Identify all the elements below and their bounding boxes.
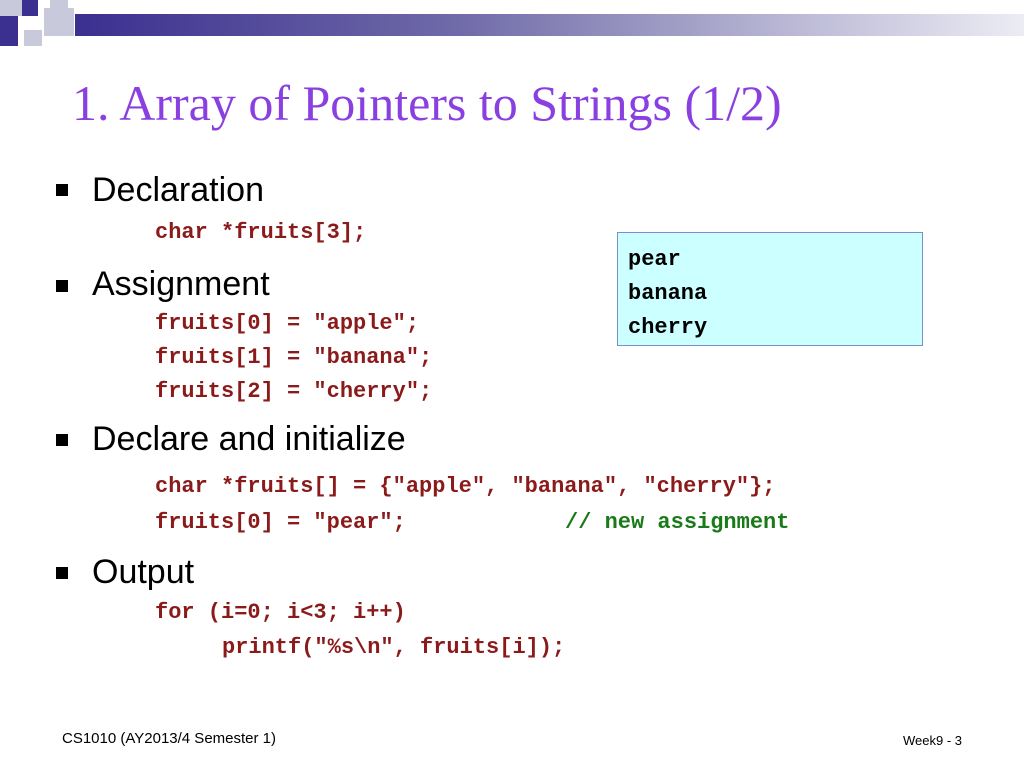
- code-line: fruits[1] = "banana";: [155, 345, 433, 370]
- footer-course: CS1010 (AY2013/4 Semester 1): [62, 730, 277, 747]
- bullet-label-declaration: Declaration: [92, 171, 264, 209]
- bullet-square-icon: [56, 184, 68, 196]
- code-line: fruits[0] = "apple";: [155, 311, 420, 336]
- code-line: printf("%s\n", fruits[i]);: [222, 635, 566, 660]
- bullet-label-output: Output: [92, 553, 195, 591]
- title-gradient-bar: [75, 14, 1024, 36]
- corner-logo: [0, 0, 76, 48]
- output-line: banana: [628, 281, 708, 306]
- logo-square: [44, 8, 74, 36]
- slide-title: 1. Array of Pointers to Strings (1/2): [72, 75, 782, 131]
- output-box: pear banana cherry: [617, 232, 923, 346]
- code-line: fruits[2] = "cherry";: [155, 379, 433, 404]
- code-line: fruits[0] = "pear";: [155, 510, 406, 535]
- logo-square: [24, 30, 42, 46]
- output-line: cherry: [628, 315, 708, 340]
- bullet-label-declare-init: Declare and initialize: [92, 420, 406, 458]
- code-line: for (i=0; i<3; i++): [155, 600, 406, 625]
- bullet-square-icon: [56, 434, 68, 446]
- bullet-square-icon: [56, 280, 68, 292]
- bullet-label-assignment: Assignment: [92, 265, 270, 303]
- bullet-square-icon: [56, 567, 68, 579]
- logo-square: [0, 0, 22, 16]
- footer-page-number: Week9 - 3: [902, 733, 962, 748]
- output-line: pear: [628, 247, 681, 272]
- code-line: char *fruits[3];: [155, 220, 367, 245]
- logo-square: [0, 16, 18, 46]
- code-line: char *fruits[] = {"apple", "banana", "ch…: [155, 474, 776, 499]
- logo-square: [22, 0, 38, 16]
- code-comment: // new assignment: [565, 510, 790, 535]
